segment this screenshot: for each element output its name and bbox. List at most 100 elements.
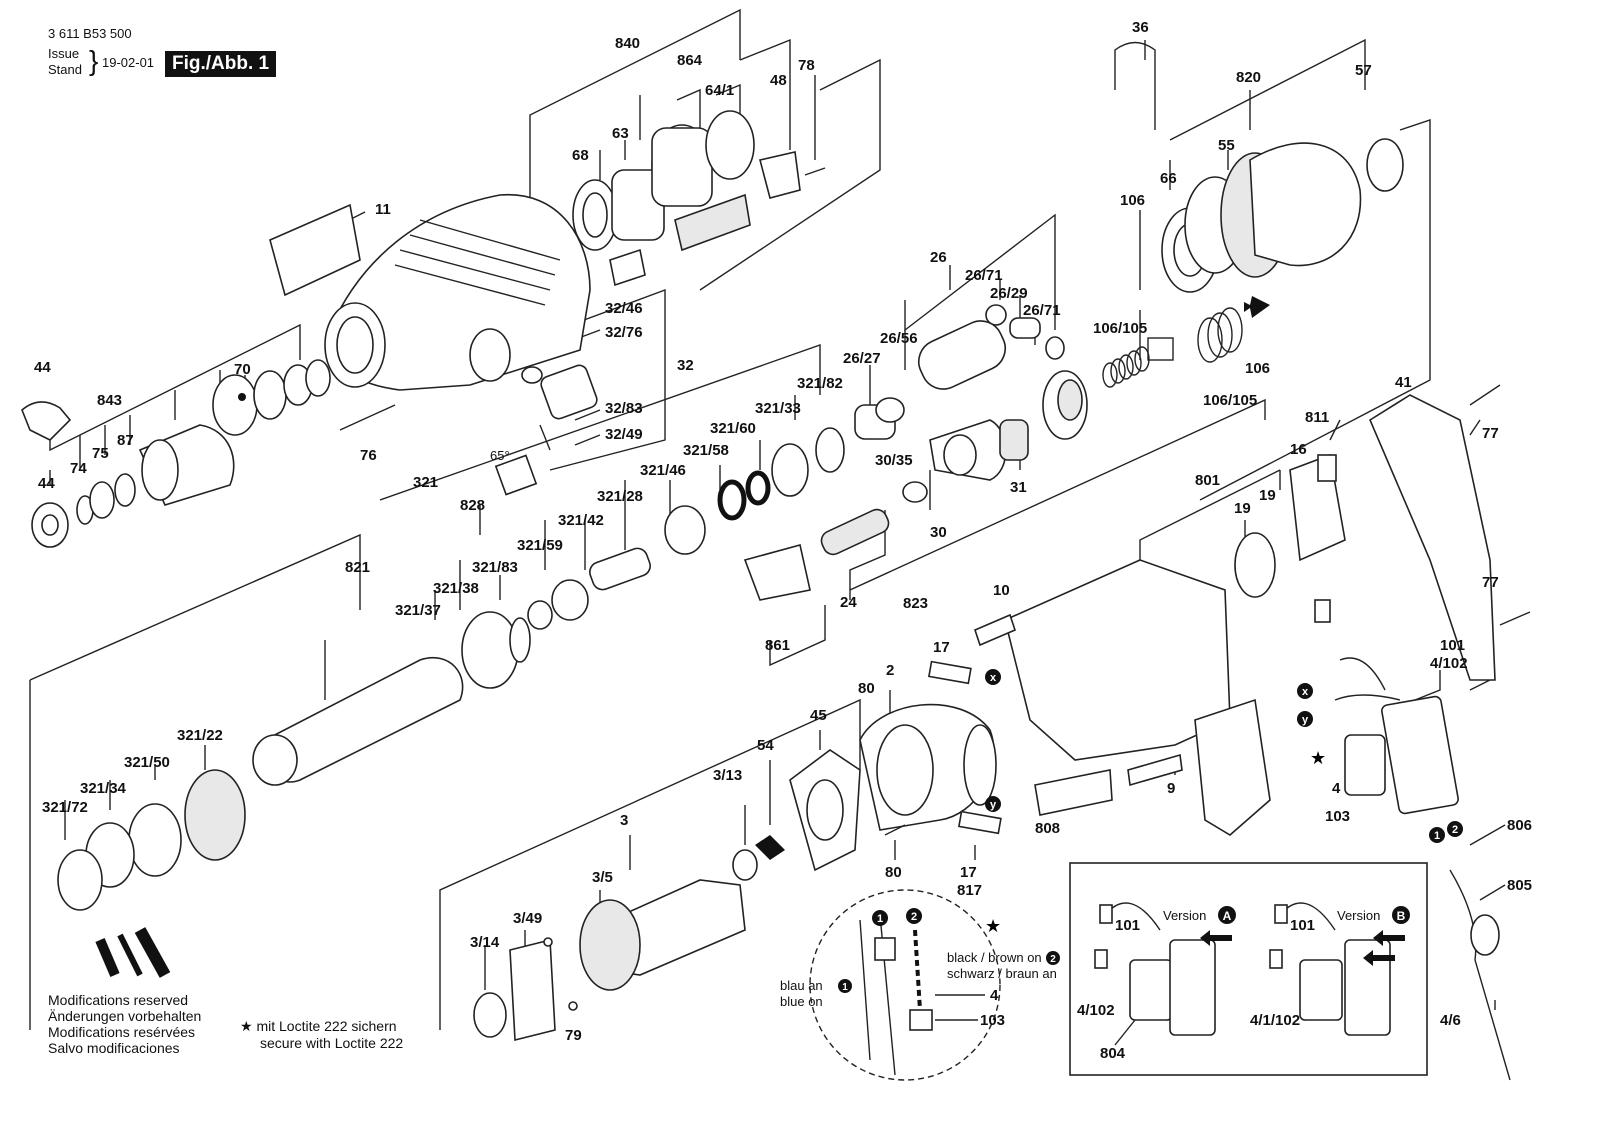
issue-label: Issue [48,46,80,61]
callout: 4 [1332,780,1341,797]
callout: 321/22 [177,727,223,744]
markers: x y x y 1 2 ★ [985,669,1463,843]
gear-321-22 [184,769,246,861]
bearing-3-14 [473,992,507,1038]
inset-line-2: schwarz / braun an [947,966,1057,981]
callout: 75 [92,445,109,462]
ring-19 [1234,532,1276,598]
callout: 806 [1507,817,1532,834]
callout: 48 [770,72,787,89]
ring-321-82 [815,427,845,473]
washer-64-1 [705,110,755,180]
callout: 77 [1482,425,1499,442]
handle-41 [1368,394,1496,681]
piston-26-56 [917,320,1007,390]
handle-grip-9 [1194,698,1271,836]
callout: 801 [1195,472,1220,489]
callout: 26/56 [880,330,918,347]
legend-line-1: mit Loctite 222 sichern [256,1018,397,1034]
svg-text:2: 2 [1050,954,1056,965]
cap-44-top [21,401,72,441]
inset-marker-1: 1 [877,913,883,925]
marker-2: 2 [1452,824,1458,836]
spring-32-83 [539,424,551,451]
oring-32-76 [521,366,543,384]
cable-805 [1449,869,1511,1081]
spring-plate-321-38 [461,611,519,689]
switch-trigger [1344,734,1386,796]
version-b-label: Version [1337,908,1380,923]
label-plate-11 [269,203,361,297]
screw-77-top [1469,384,1501,406]
callout: 74 [70,460,87,477]
callout: 101 [1440,637,1465,654]
callout: 45 [810,707,827,724]
callout: 106 [1120,192,1145,209]
callout: 3/5 [592,869,613,886]
callout: 864 [677,52,703,69]
plate-48 [759,151,801,199]
callout: 68 [572,147,589,164]
callout: 55 [1218,137,1235,154]
inset-label-4: 4 [990,987,999,1004]
callout: 106/105 [1203,392,1257,409]
callout: 3/49 [513,910,542,927]
callout: 106 [1245,360,1270,377]
callout: 78 [798,57,815,74]
tool-shanks [95,927,171,978]
callout: 321/42 [558,512,604,529]
callout: 44 [38,475,55,492]
star-icon: ★ [240,1018,253,1034]
ring-87b [253,370,287,420]
va-804: 804 [1100,1045,1126,1062]
cable-sleeve-4-6 [1470,914,1500,956]
callout: 843 [97,392,122,409]
callout: 30 [930,524,947,541]
piston-321-46 [664,505,706,555]
block-32-49 [494,454,538,496]
callout: 10 [993,582,1010,599]
callout: 63 [612,125,629,142]
ring-321-72 [57,849,103,911]
callout: 805 [1507,877,1532,894]
oring-321-83 [509,617,531,663]
callout: 87 [117,432,134,449]
callout: 106/105 [1093,320,1147,337]
pin-26-29 [1009,317,1041,339]
leader-lines [29,8,1506,1030]
callout: 26/27 [843,350,881,367]
screw-77-bottom [1499,611,1531,626]
footer-line-4: Salvo modificaciones [48,1040,180,1056]
brush-811 [1317,454,1337,482]
version-a-label: Version [1163,908,1206,923]
callout: 26/71 [965,267,1003,284]
oring-321-60 [745,470,771,506]
brush-holder-small [1314,599,1331,623]
callout: 817 [957,882,982,899]
callout: 32/76 [605,324,643,341]
callout: 3/13 [713,767,742,784]
callout: 321/28 [597,488,643,505]
star-icon: ★ [985,916,1001,937]
label-9-strip [1127,753,1183,787]
callout: 80 [885,864,902,881]
callout: 76 [360,447,377,464]
legend-line-2: secure with Loctite 222 [260,1035,404,1051]
brace: } [89,45,99,76]
marker-y: y [1302,714,1309,726]
screw-76 [339,404,396,431]
footer-line-1: Modifications reserved [48,992,189,1008]
callout: 9 [1167,780,1175,797]
callout: 66 [1160,170,1177,187]
striker-321-28 [589,547,651,591]
callout: 77 [1482,574,1499,591]
ring-321-42 [551,579,589,621]
callout: 828 [460,497,485,514]
marker-x: x [990,672,997,684]
tool-icon-sticker [609,248,646,287]
bearing-3-13 [732,849,758,881]
callout: 26/29 [990,285,1028,302]
loctite-legend: ★ mit Loctite 222 sichern secure with Lo… [240,1018,403,1052]
needle-31 [999,419,1029,461]
